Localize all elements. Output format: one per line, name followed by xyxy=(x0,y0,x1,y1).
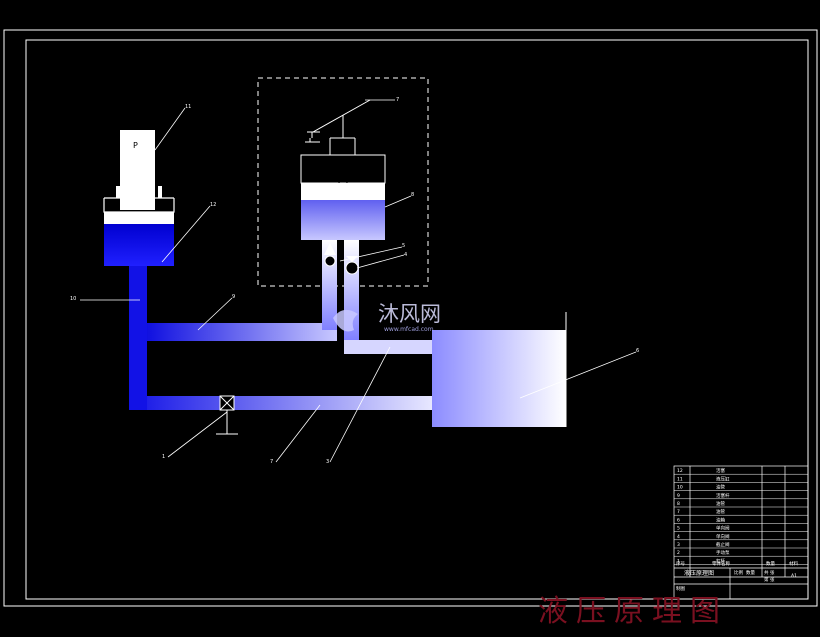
tb-maker: 制图 xyxy=(676,585,685,592)
leader-lines xyxy=(80,99,637,463)
tb-row-no: 3 xyxy=(677,542,680,548)
tb-row-name: 单向阀 xyxy=(716,533,730,540)
leader-label-9: 9 xyxy=(232,294,235,300)
title-block xyxy=(673,465,809,600)
leader-label-6: 6 xyxy=(636,348,639,354)
tb-row-no: 11 xyxy=(677,476,683,482)
tb-row-name: 手动泵 xyxy=(716,549,730,556)
leader-label-8: 8 xyxy=(411,192,414,198)
tb-header-material: 材料 xyxy=(789,560,798,567)
tb-row-no: 7 xyxy=(677,509,680,515)
watermark-text: 沐风网 xyxy=(378,302,441,326)
leader-label-5: 5 xyxy=(402,243,405,249)
pipe-tank-suction xyxy=(344,340,434,354)
tb-row-name: 截止阀 xyxy=(716,541,730,548)
piston-rod xyxy=(120,130,155,210)
leader-label-11: 11 xyxy=(185,104,191,110)
tb-header-seq: 序号 xyxy=(676,560,685,567)
watermark-logo: 沐风网 www.mfcad.com xyxy=(333,302,441,333)
pump-enclosure xyxy=(257,77,429,287)
tb-row-no: 1 xyxy=(677,558,680,564)
watermark-url: www.mfcad.com xyxy=(384,326,434,333)
tb-row-no: 5 xyxy=(677,526,680,532)
pipe-lower xyxy=(147,396,433,410)
tb-row-no: 4 xyxy=(677,534,680,540)
tb-row-name: 活塞 xyxy=(716,467,725,474)
tb-row-name: 油管 xyxy=(716,508,725,515)
tb-sheet-no: 第 张 xyxy=(764,576,775,583)
check-valve-icon[interactable] xyxy=(324,243,336,267)
tb-row-no: 2 xyxy=(677,550,680,556)
tb-row-no: 6 xyxy=(677,517,680,523)
tb-row-no: 10 xyxy=(677,485,683,491)
title-block-rows: 12 活塞 11 液压缸 10 油管 9 活塞杆 8 油管 7 油管 6 油箱 5 单向阀 4 单向阀 3 截止阀 2 手… xyxy=(674,467,808,565)
tb-row-name: 油管 xyxy=(716,500,725,507)
tb-row-name: 油箱 xyxy=(716,516,725,523)
tb-row-no: 9 xyxy=(677,493,680,499)
cutoff-valve-icon[interactable] xyxy=(216,395,238,435)
leader-label-7-top: 7 xyxy=(396,97,399,103)
tb-scale: 比例 xyxy=(734,569,743,576)
inner-border xyxy=(25,39,809,600)
outer-border xyxy=(3,29,818,607)
tb-row-name: 液压缸 xyxy=(716,475,730,482)
tb-row-name: 单向阀 xyxy=(716,525,730,532)
tb-sheet-size: A1 xyxy=(791,573,797,579)
pipe-vertical-left xyxy=(129,265,147,410)
oil-tank xyxy=(432,312,567,427)
svg-text:P: P xyxy=(133,141,138,150)
leader-label-10: 10 xyxy=(70,296,76,302)
lever-arm xyxy=(312,99,371,133)
hand-pump xyxy=(300,99,386,240)
leader-label-7-bottom: 7 xyxy=(270,459,273,465)
leader-label-1: 1 xyxy=(162,454,165,460)
tb-header-name: 零件名称 xyxy=(712,560,730,567)
pipe-upper xyxy=(147,323,337,341)
leader-label-4: 4 xyxy=(404,252,407,258)
tb-row-no: 8 xyxy=(677,501,680,507)
tb-header-qty: 数量 xyxy=(766,560,775,567)
tb-sheets: 共 张 xyxy=(764,569,775,576)
leader-label-3: 3 xyxy=(326,459,329,465)
leader-label-12: 12 xyxy=(210,202,216,208)
tb-drawing-title: 液压原理图 xyxy=(684,569,714,577)
tb-row-no: 12 xyxy=(677,468,683,474)
tb-row-name: 杠杆 xyxy=(716,557,725,564)
tb-row-name: 活塞杆 xyxy=(716,492,730,499)
tb-count: 数量 xyxy=(746,569,755,576)
footer-watermark: 液压原理图 xyxy=(538,594,728,629)
working-cylinder: P xyxy=(103,130,175,266)
tb-row-name: 油管 xyxy=(716,484,725,491)
